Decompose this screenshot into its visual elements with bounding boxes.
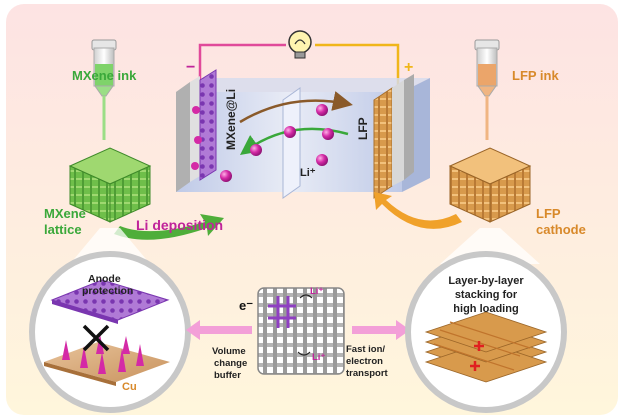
fast-label-1: Fast ion/ (346, 344, 385, 355)
volume-buffer-arrow (186, 320, 252, 340)
lfp-transfer-arrow (374, 192, 462, 229)
syringe-icon (474, 39, 500, 140)
li-deposition-label: Li deposition (136, 217, 223, 233)
cathode-detail-circle (405, 251, 567, 413)
anode-protection-label-1: Anode (88, 273, 121, 285)
cu-label: Cu (122, 381, 137, 393)
li-ion-small-label-1: Li⁺ (310, 286, 323, 297)
anode-electrode (176, 69, 217, 192)
cathode-electrode (373, 74, 414, 199)
mxene-lattice-label-2: lattice (44, 222, 82, 237)
electron-label: e⁻ (239, 298, 253, 313)
minus-sign: − (186, 59, 195, 76)
lfp-cathode-label-2: cathode (536, 222, 586, 237)
fast-label-3: transport (346, 368, 389, 379)
fast-label-2: electron (346, 356, 383, 367)
anode-detail-circle (29, 251, 191, 413)
lfp-ink-label: LFP ink (512, 68, 559, 83)
lfp-cathode-cube (448, 147, 532, 223)
mxene-lattice-cube (68, 147, 152, 223)
separator (282, 87, 301, 199)
discharge-arrow (239, 91, 353, 124)
lfp-electrode-label: LFP (356, 117, 370, 140)
anode-protection-label-2: protection (82, 285, 133, 297)
volume-label-1: Volume (212, 346, 246, 357)
external-circuit (198, 43, 400, 86)
volume-label-3: buffer (214, 370, 241, 381)
mxene-li-label: MXene@Li (224, 89, 238, 150)
mxene-ink-label: MXene ink (72, 68, 137, 83)
mesh-structure (257, 287, 345, 375)
layer-label-3: high loading (453, 303, 518, 315)
syringe-icon (91, 39, 117, 140)
li-ion-small-label-2: Li⁺ (312, 352, 325, 363)
lfp-cathode-label-1: LFP (536, 206, 561, 221)
plus-sign: + (404, 59, 413, 76)
lightbulb-icon (288, 30, 312, 59)
layer-label-1: Layer-by-layer (448, 275, 524, 287)
li-ion-label: Li⁺ (300, 167, 316, 179)
fast-transport-arrow (352, 320, 410, 340)
mxene-lattice-label-1: MXene (44, 206, 86, 221)
li-deposition-arrow (114, 214, 224, 240)
cross-mark-icon (82, 324, 110, 352)
layer-label-2: stacking for (455, 289, 518, 301)
volume-label-2: change (214, 358, 247, 369)
li-ion-sphere-icon (220, 104, 334, 182)
